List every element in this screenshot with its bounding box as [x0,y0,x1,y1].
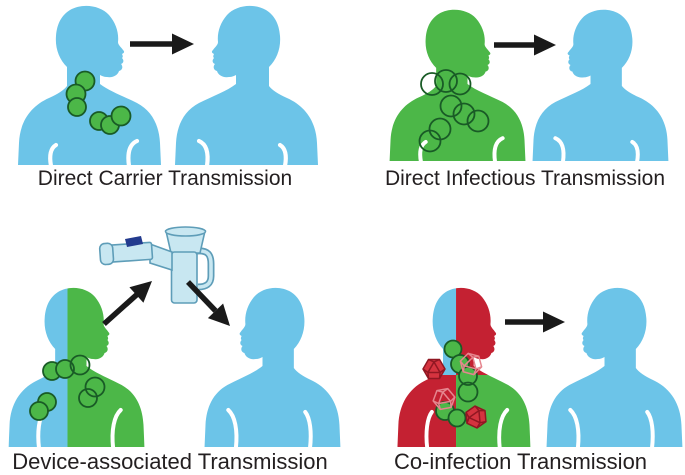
panel-direct-infectious [390,10,669,162]
bacteria-chain [65,70,132,135]
nebulizer-cup-rim [164,226,207,237]
bacteria-icon [67,97,87,117]
bacteria-icon [420,72,444,96]
transmission-arrow-icon [494,34,556,56]
recipient-person-icon [533,10,669,162]
nebulizer-tee [149,242,173,272]
bacteria-icon [457,381,479,403]
infected-person-icon [390,10,526,162]
bacteria-chain [418,69,490,153]
bacteria-icon [452,102,476,126]
caption-direct-infectious: Direct Infectious Transmission [384,167,666,190]
caption-co-infection: Co-infection Transmission [393,449,648,474]
virus-icon [422,358,446,380]
bacteria-icon [55,359,75,379]
panel-direct-carrier [18,6,318,166]
bacteria-icon [84,376,106,398]
bacteria-icon [418,129,442,153]
bacteria-icon [69,354,91,376]
panel-device-associated [8,226,340,451]
recipient-person-icon [175,6,318,166]
bacteria-icon [439,94,463,118]
bacteria-icon [466,109,490,133]
transmission-arrow-icon [505,311,565,333]
caption-direct-carrier: Direct Carrier Transmission [37,167,293,190]
bacteria-icon [29,401,49,421]
caption-device-associated: Device-associated Transmission [12,449,328,474]
recipient-person-icon [547,288,683,448]
bacteria-icon [448,72,472,96]
nebulizer-icon [98,226,215,304]
nebulizer-clip [125,236,143,247]
transmission-arrow-icon [130,33,194,55]
bacteria-icon [447,408,467,428]
arrow-from-device-icon [186,280,230,326]
bacteria-icon [110,105,132,127]
bacteria-icon [78,388,98,408]
arrow-to-device-icon [102,281,152,327]
nebulizer-mouthpiece-tip [98,242,115,266]
bacteria-chain [29,354,106,421]
bacteria-icon [434,69,458,93]
nebulizer-chamber [170,251,198,304]
panel-co-infection [397,282,683,451]
carrier-person-split-icon [8,287,145,451]
